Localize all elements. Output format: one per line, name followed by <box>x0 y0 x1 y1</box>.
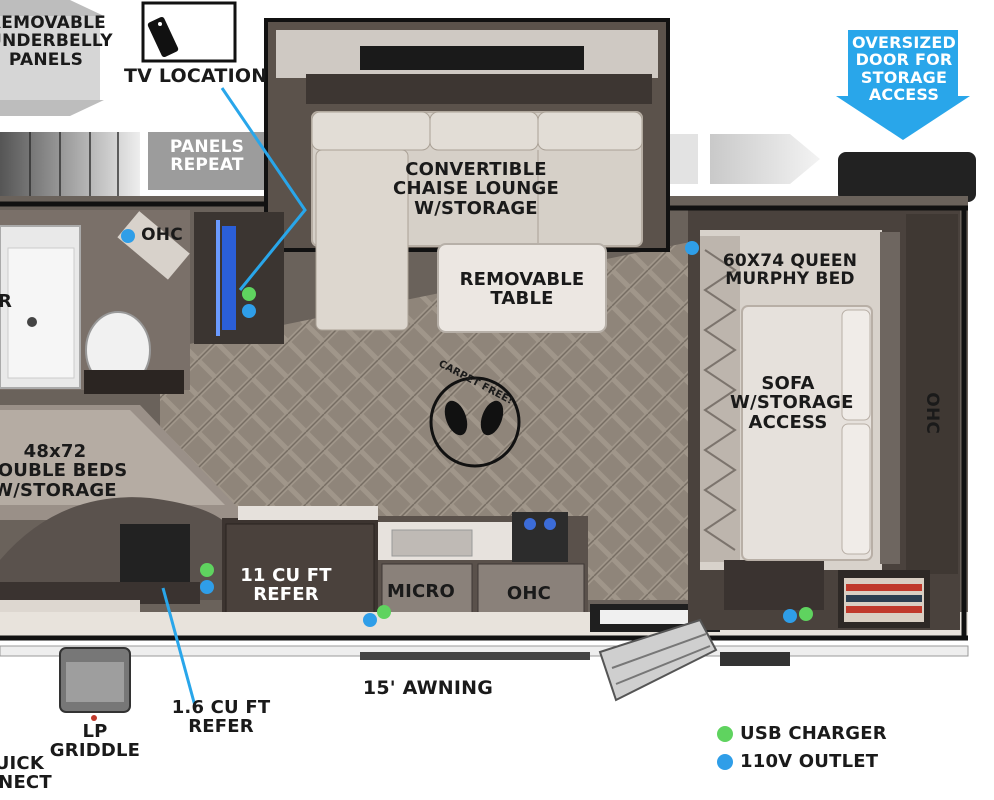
micro-label: MICRO <box>387 581 455 602</box>
storage-door-label: OVERSIZED DOOR FOR STORAGE ACCESS <box>852 33 956 104</box>
tv-icon <box>141 1 237 63</box>
refer-16-label: 1.6 CU FT REFER <box>171 697 271 738</box>
outer-walls <box>0 201 968 641</box>
repeat-arrows <box>668 134 820 184</box>
sofa-label: SOFA W/STORAGE ACCESS <box>730 373 854 433</box>
awning-label: 15' AWNING <box>362 677 494 699</box>
storage-door-arrow <box>836 30 970 140</box>
tv-location-label: TV LOCATION <box>124 65 268 87</box>
carpet-free-badge <box>429 376 521 468</box>
panels-repeat-box <box>148 132 266 190</box>
underbelly-panel-strip <box>0 132 140 196</box>
panels-repeat-label: PANELS REPEAT <box>169 137 245 176</box>
entry-steps <box>598 618 718 702</box>
plan-dots <box>121 229 813 627</box>
underbelly-label: REMOVABLE UNDERBELLY PANELS <box>0 13 113 70</box>
sofa <box>741 305 873 561</box>
chaise-lounge <box>311 111 643 331</box>
outlet-legend-dot <box>717 754 733 770</box>
usb-legend-label: USB CHARGER <box>740 723 887 744</box>
lp-griddle <box>59 647 131 721</box>
usb-legend-dot <box>717 726 733 742</box>
quick-connect-label: QUICK CONNECT <box>0 753 52 794</box>
chaise-label: CONVERTIBLE CHAISE LOUNGE W/STORAGE <box>393 159 559 219</box>
removable-table-label: REMOVABLE TABLE <box>459 269 585 310</box>
lp-griddle-label: LP GRIDDLE <box>49 721 141 762</box>
storage-bins <box>838 570 930 628</box>
refer-11-label: 11 CU FT REFER <box>240 565 332 606</box>
outlet-legend-label: 110V OUTLET <box>740 751 879 772</box>
underbelly-panels-arrow <box>0 0 104 116</box>
beds-label: 48x72 DOUBLE BEDS W/STORAGE <box>0 441 128 501</box>
storage-door-block <box>838 152 976 202</box>
slide-window <box>360 46 584 70</box>
removable-table <box>437 243 607 333</box>
ohc-left-label: OHC <box>141 225 183 245</box>
murphy-bed-label: 60X74 QUEEN MURPHY BED <box>722 251 858 290</box>
shower-partial-label: R <box>0 291 13 312</box>
callout-lines <box>161 87 307 707</box>
bathroom <box>0 210 190 394</box>
ohc-kitchen-label: OHC <box>506 583 552 604</box>
tv-cabinet <box>194 212 284 344</box>
ohc-right-label: OHC <box>922 392 943 435</box>
